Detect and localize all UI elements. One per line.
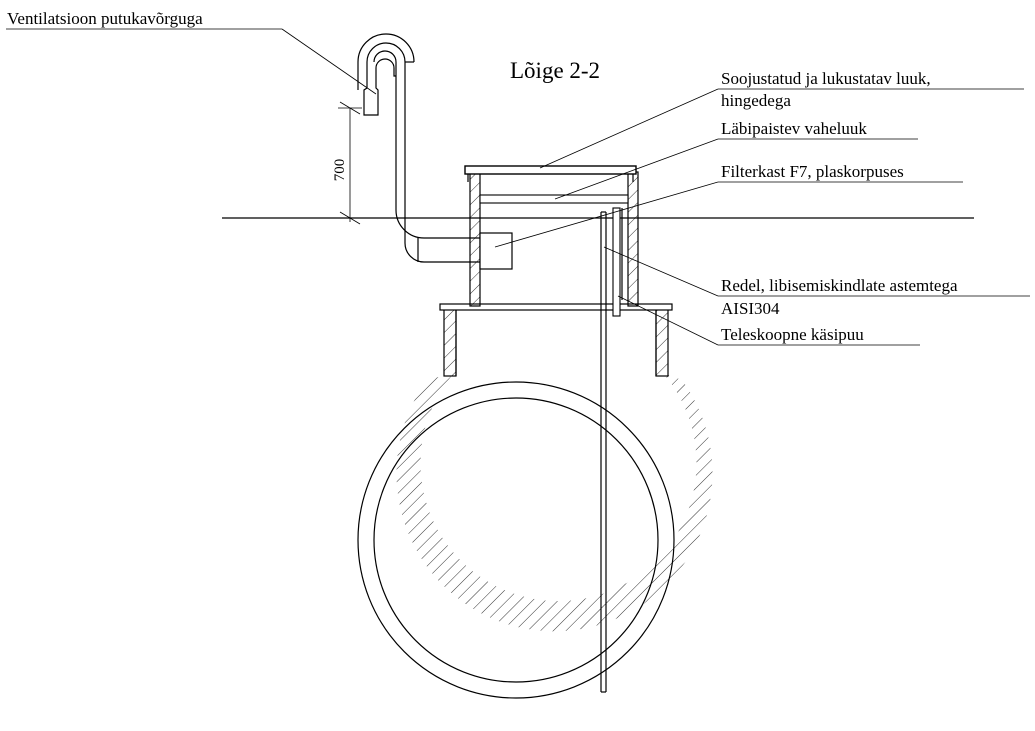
label-hatch: Soojustatud ja lukustatav luuk, [721,69,931,88]
ladder [600,211,607,693]
tank-neck [439,303,673,377]
label-filter: Filterkast F7, plaskorpuses [721,162,904,181]
upper-shaft [464,165,639,307]
label-ladder: Redel, libisemiskindlate astemtega [721,276,958,295]
ventilation-pipe [357,33,480,263]
section-title: Lõige 2-2 [510,58,600,83]
label-ventilation: Ventilatsioon putukavõrguga [7,9,203,28]
label-hatch-line2: hingedega [721,91,791,110]
label-ladder-line2: AISI304 [721,299,780,318]
insulated-hatch [464,165,637,175]
inner-hatch [479,194,629,204]
label-handrail: Teleskoopne käsipuu [721,325,864,344]
dimension-value: 700 [332,159,348,182]
tank [357,373,713,699]
leaders [6,28,1030,346]
dimension-700: 700 [332,101,362,225]
filter-box [479,232,513,270]
handrail [612,207,623,317]
label-inner-hatch: Läbipaistev vaheluuk [721,119,867,138]
